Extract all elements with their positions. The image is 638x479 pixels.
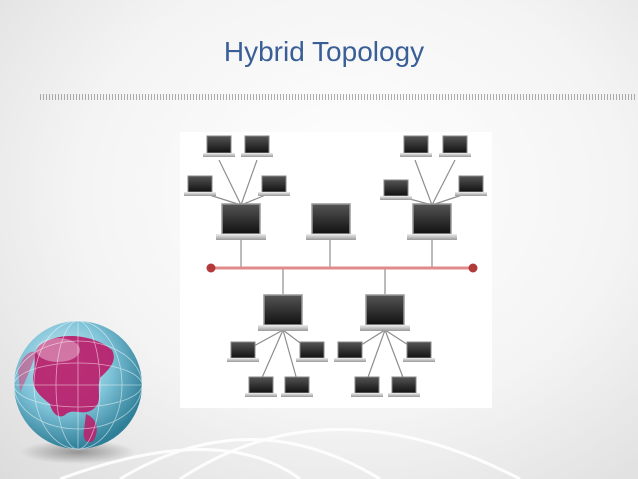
slide-title: Hybrid Topology bbox=[223, 36, 425, 67]
background-arcs bbox=[59, 428, 521, 479]
computer-node bbox=[184, 175, 216, 196]
computer-node bbox=[400, 135, 432, 157]
hub-computer bbox=[407, 203, 457, 240]
computer-node bbox=[455, 175, 487, 196]
hub-computer bbox=[306, 203, 356, 240]
computer-node bbox=[296, 341, 328, 362]
computer-node bbox=[403, 341, 435, 362]
computer-node bbox=[334, 341, 366, 362]
computer-node bbox=[241, 135, 273, 157]
computer-node bbox=[351, 376, 383, 397]
bus-backbone bbox=[206, 263, 478, 273]
computer-node bbox=[203, 135, 235, 157]
hub-computer bbox=[216, 203, 266, 240]
computer-node bbox=[245, 376, 277, 397]
computer-node bbox=[281, 376, 313, 397]
title-divider bbox=[40, 94, 636, 100]
bus-terminator-right bbox=[468, 263, 478, 273]
bus-terminator-left bbox=[206, 263, 216, 273]
computer-node bbox=[388, 376, 420, 397]
globe-icon bbox=[13, 320, 143, 464]
computer-node bbox=[258, 175, 290, 196]
computer-node bbox=[439, 135, 471, 157]
computer-node bbox=[380, 179, 412, 200]
hub-computer bbox=[360, 294, 410, 331]
computer-node bbox=[227, 341, 259, 362]
hub-computer bbox=[258, 294, 308, 331]
computers bbox=[184, 135, 487, 397]
